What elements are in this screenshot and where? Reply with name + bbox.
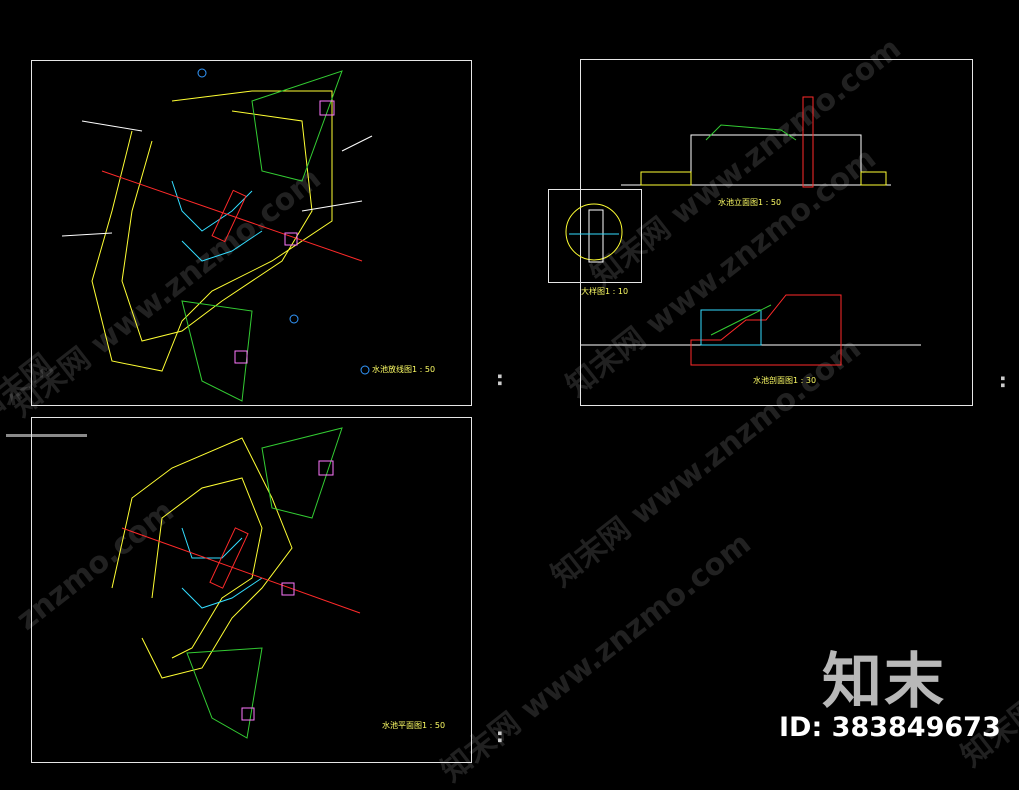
elevation-base: [640, 171, 692, 186]
fountain-box: [318, 460, 334, 476]
rect-red: [211, 189, 247, 243]
sheet-plan-bottom: 水池平面图1 : 50 ■■: [31, 417, 502, 763]
elevation-wall: [690, 134, 862, 186]
section-body: [690, 294, 842, 366]
fountain-box: [319, 100, 335, 116]
axis-red: [101, 170, 363, 262]
brand-logo: 知末: [822, 647, 946, 717]
outline-yellow: [151, 477, 263, 659]
elevation-base: [860, 171, 887, 186]
sheet-number: ■■: [1001, 375, 1005, 389]
detail-drawing: [565, 203, 623, 263]
fountain-box: [234, 350, 248, 364]
outline-yellow: [91, 90, 333, 372]
detail-wall: [588, 209, 604, 263]
elevation-post: [802, 96, 814, 188]
leader-line: [61, 232, 113, 237]
leader-line: [341, 135, 373, 152]
detail-title: 大样图1 : 10: [581, 287, 629, 296]
north-marker: [289, 314, 299, 324]
rect-red: [209, 527, 249, 589]
outline-yellow: [111, 437, 293, 679]
sheet-elevation: 水池立面图1 : 50 水池剖面图1 : 30 ■■: [580, 59, 1005, 406]
channel-cyan: [181, 577, 263, 609]
outline-green: [261, 427, 343, 519]
detail-box: 大样图1 : 10: [548, 189, 642, 296]
outline-green: [251, 70, 343, 182]
leader-line: [81, 120, 143, 132]
sheet-number: ■■: [498, 730, 502, 744]
fountain-box: [241, 707, 255, 721]
outline-green: [181, 300, 253, 402]
fountain-box: [284, 232, 298, 246]
elevation-title: 水池立面图1 : 50: [718, 198, 782, 207]
plan-bottom-drawing: [111, 427, 361, 739]
axis-red: [121, 527, 361, 614]
leader-line: [301, 200, 363, 212]
channel-cyan: [171, 180, 253, 232]
channel-cyan: [181, 230, 263, 262]
gray-bar: [6, 434, 87, 437]
outline-green: [186, 647, 263, 739]
detail-circle: [565, 203, 623, 261]
sheet-title: 水池平面图1 : 50: [382, 721, 446, 730]
sheet-title: 水池放线图1 : 50: [372, 365, 436, 374]
sheet-number: ■■: [498, 373, 502, 387]
sheet-plan-top: 水池放线图1 : 50 ■■: [31, 60, 502, 406]
elevation-curve: [705, 124, 797, 141]
section-title: 水池剖面图1 : 30: [753, 376, 817, 385]
section-steps: [710, 304, 772, 336]
fountain-box: [281, 582, 295, 596]
section-pool: [700, 309, 762, 346]
plan-top-drawing: [61, 68, 373, 402]
image-id: ID: 383849673: [779, 712, 1001, 743]
elevation-drawing: [581, 96, 921, 366]
scale-marker: [360, 365, 370, 375]
north-marker: [197, 68, 207, 78]
